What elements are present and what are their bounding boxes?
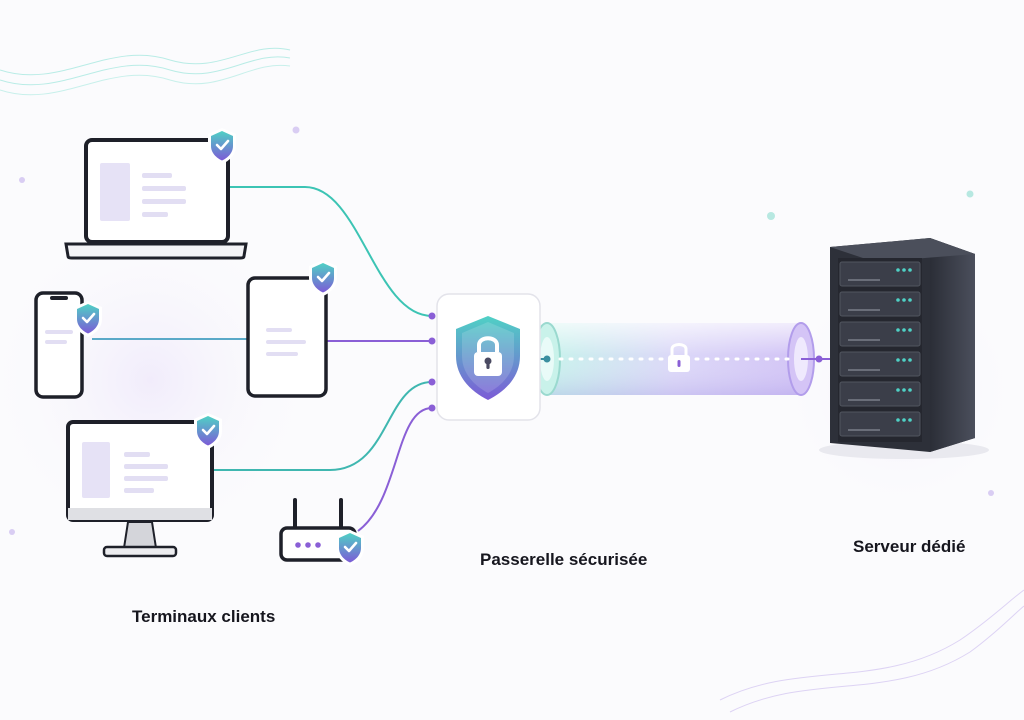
padlock-icon	[668, 343, 690, 372]
gateway-label: Passerelle sécurisée	[480, 550, 648, 569]
phone-device	[34, 291, 104, 399]
tablet-device	[246, 258, 339, 398]
link-laptop	[228, 186, 433, 317]
secure-gateway	[436, 293, 541, 421]
encrypted-tunnel	[533, 322, 834, 396]
connection-lines	[92, 186, 436, 532]
server-units	[839, 261, 921, 437]
server-label: Serveur dédié	[853, 537, 966, 556]
clients-label: Terminaux clients	[132, 607, 276, 626]
laptop-device	[64, 126, 248, 260]
link-monitor	[212, 381, 433, 471]
server-rack	[819, 238, 989, 459]
link-router	[357, 407, 433, 532]
monitor-device	[66, 411, 224, 558]
shield-lock-icon	[456, 316, 520, 400]
router-device	[279, 498, 366, 568]
